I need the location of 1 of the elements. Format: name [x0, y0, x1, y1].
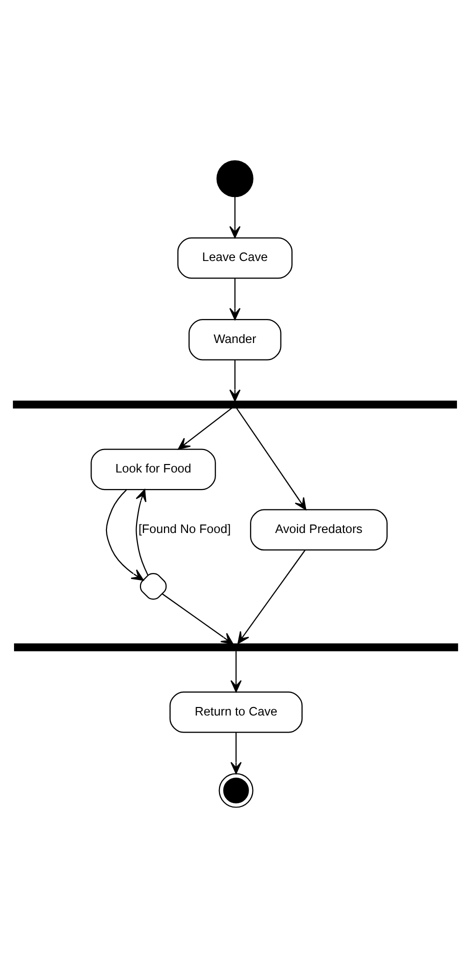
edge-label: [Found No Food] [138, 521, 230, 536]
